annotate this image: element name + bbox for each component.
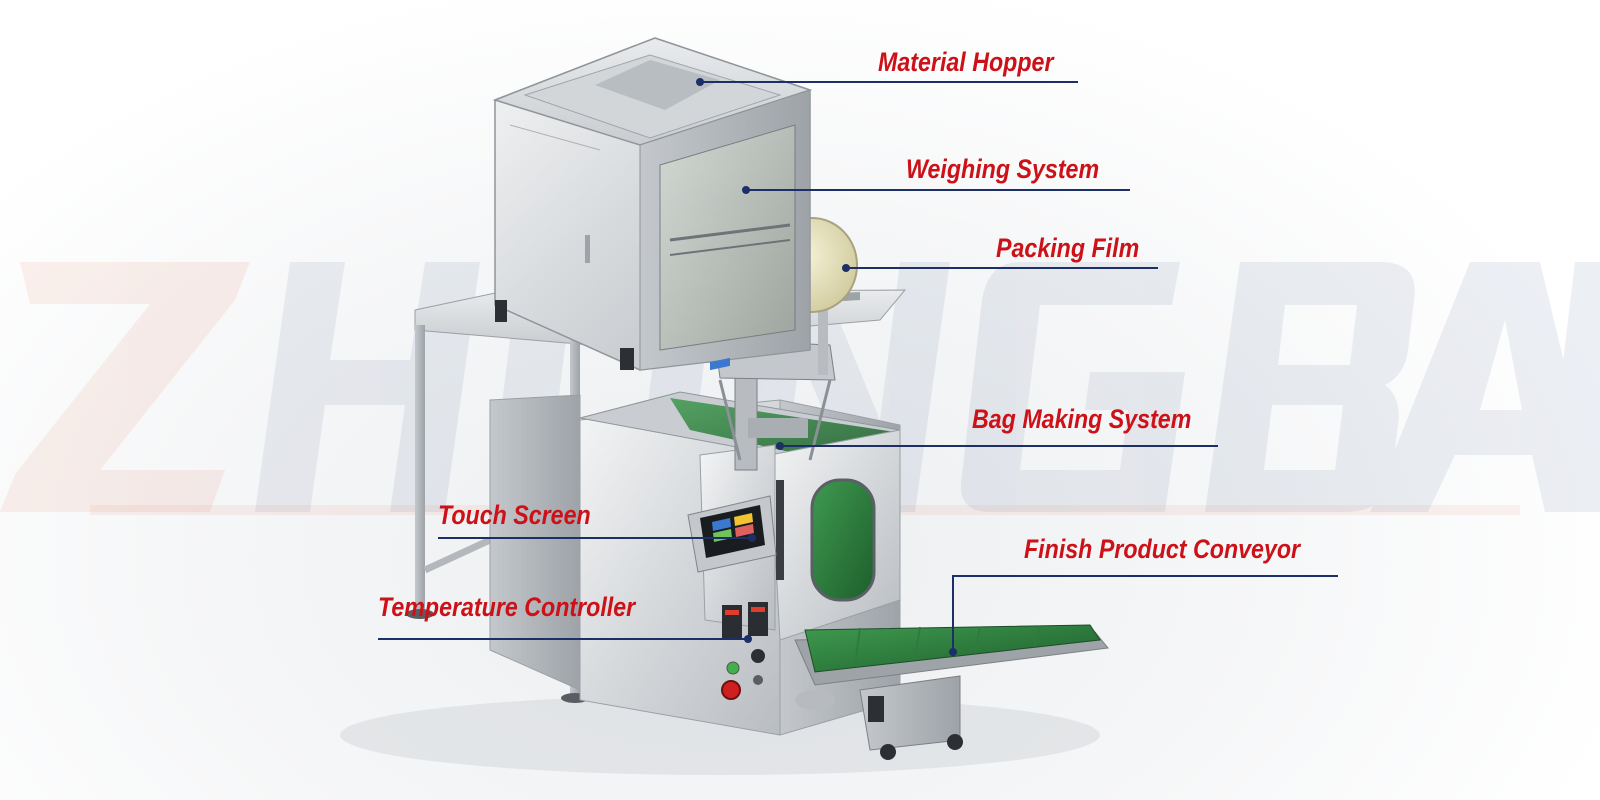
leader-dot-finish-product-conveyor <box>949 648 957 656</box>
leader-dot-temperature-controller <box>744 635 752 643</box>
touch-screen-block <box>710 357 730 371</box>
emergency-stop-button <box>721 680 741 700</box>
label-weighing-system: Weighing System <box>906 154 1100 184</box>
leader-dot-touch-screen <box>748 534 756 542</box>
label-finish-product-conveyor: Finish Product Conveyor <box>1024 534 1301 564</box>
label-bag-making-system: Bag Making System <box>972 404 1192 434</box>
label-touch-screen: Touch Screen <box>438 500 591 530</box>
start-button <box>726 661 740 675</box>
leader-dot-weighing-system <box>742 186 750 194</box>
leader-dot-bag-making-system <box>776 442 784 450</box>
label-temperature-controller: Temperature Controller <box>378 592 636 622</box>
label-packing-film: Packing Film <box>996 233 1140 263</box>
leader-dot-material-hopper <box>696 78 704 86</box>
label-material-hopper: Material Hopper <box>878 47 1054 77</box>
leader-line-finish-product-conveyor <box>952 575 1338 652</box>
hopper-cabinet <box>492 37 813 371</box>
leader-dot-packing-film <box>842 264 850 272</box>
control-panel <box>687 357 777 700</box>
